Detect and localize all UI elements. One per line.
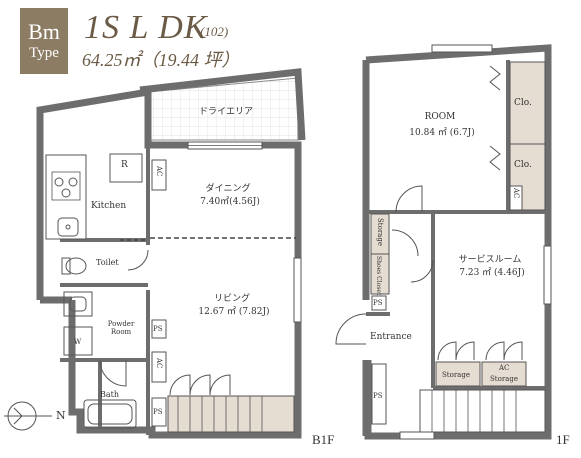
room-name: ROOM bbox=[424, 112, 456, 122]
bath-label: Bath bbox=[100, 390, 120, 399]
b1f-walls bbox=[36, 87, 302, 439]
room-closet-1 bbox=[509, 61, 546, 145]
f1-stair bbox=[419, 389, 546, 433]
refrigerator-box bbox=[109, 153, 143, 183]
storage-label: Storage bbox=[442, 371, 470, 379]
storage-vertical-label: Storage bbox=[376, 218, 384, 246]
b1f-ps-1: PS bbox=[153, 325, 163, 333]
layout-title: 1S L DK bbox=[84, 9, 208, 46]
room-window bbox=[431, 44, 493, 53]
f1-ac-vertical: AC bbox=[512, 188, 520, 199]
b1f-outer-wall bbox=[139, 68, 306, 141]
dining-name: ダイニング bbox=[205, 184, 251, 194]
b1f-floor-label: B1F bbox=[312, 432, 335, 447]
dry-area-label: ドライエリア bbox=[199, 107, 253, 117]
washer-box bbox=[63, 326, 93, 356]
service-room-name: サービスルーム bbox=[458, 255, 522, 265]
shoes-closet-box bbox=[370, 253, 390, 295]
f1-ps-1: PS bbox=[373, 299, 383, 307]
f1-ps-2: PS bbox=[373, 392, 383, 400]
ac-storage-label: Storage bbox=[490, 375, 518, 383]
stair-window bbox=[399, 431, 435, 440]
b1f-interior-walls bbox=[60, 145, 150, 435]
type-badge: Bm Type bbox=[20, 8, 68, 74]
f1-floor-label: 1F bbox=[556, 432, 570, 447]
living-name: リビング bbox=[213, 294, 251, 304]
ac-storage-box bbox=[481, 361, 527, 387]
compass-graphic bbox=[4, 401, 52, 431]
service-room-size: 7.23 ㎡ (4.46J) bbox=[459, 268, 525, 278]
b1f-ac-top: AC bbox=[155, 166, 163, 177]
refrigerator-label: R bbox=[121, 160, 128, 170]
closet-label-2: Clo. bbox=[514, 160, 532, 170]
total-area: 64.25㎡（19.44 坪） bbox=[82, 50, 240, 70]
toilet-label: Toilet bbox=[96, 258, 119, 267]
b1f-stair bbox=[167, 395, 295, 433]
powder-room-label: Powder Room bbox=[107, 320, 135, 336]
type-word: Type bbox=[29, 45, 59, 61]
service-room-window bbox=[543, 245, 552, 305]
living-size: 12.67 ㎡ (7.82J) bbox=[198, 307, 270, 317]
living-window bbox=[293, 257, 302, 323]
unit-number: (102) bbox=[200, 24, 229, 39]
ac-label: AC bbox=[499, 364, 510, 372]
shoes-closet-label: Shoes Closet bbox=[375, 256, 382, 296]
bathtub bbox=[83, 399, 137, 429]
b1f-ps-2: PS bbox=[153, 408, 163, 416]
room-size: 10.84 ㎡ (6.7J) bbox=[409, 128, 475, 138]
vanity bbox=[63, 291, 93, 317]
entrance-label: Entrance bbox=[370, 332, 412, 342]
b1f-ac-bottom: AC bbox=[155, 358, 163, 369]
washer-label: W bbox=[74, 338, 82, 346]
kitchen-label: Kitchen bbox=[91, 201, 127, 211]
type-code: Bm bbox=[28, 19, 60, 44]
north-label: N bbox=[56, 409, 66, 422]
closet-label-1: Clo. bbox=[514, 98, 532, 108]
toilet-bowl bbox=[65, 257, 87, 275]
dining-size: 7.40㎡(4.56J) bbox=[200, 197, 260, 207]
storage-box bbox=[435, 361, 481, 387]
